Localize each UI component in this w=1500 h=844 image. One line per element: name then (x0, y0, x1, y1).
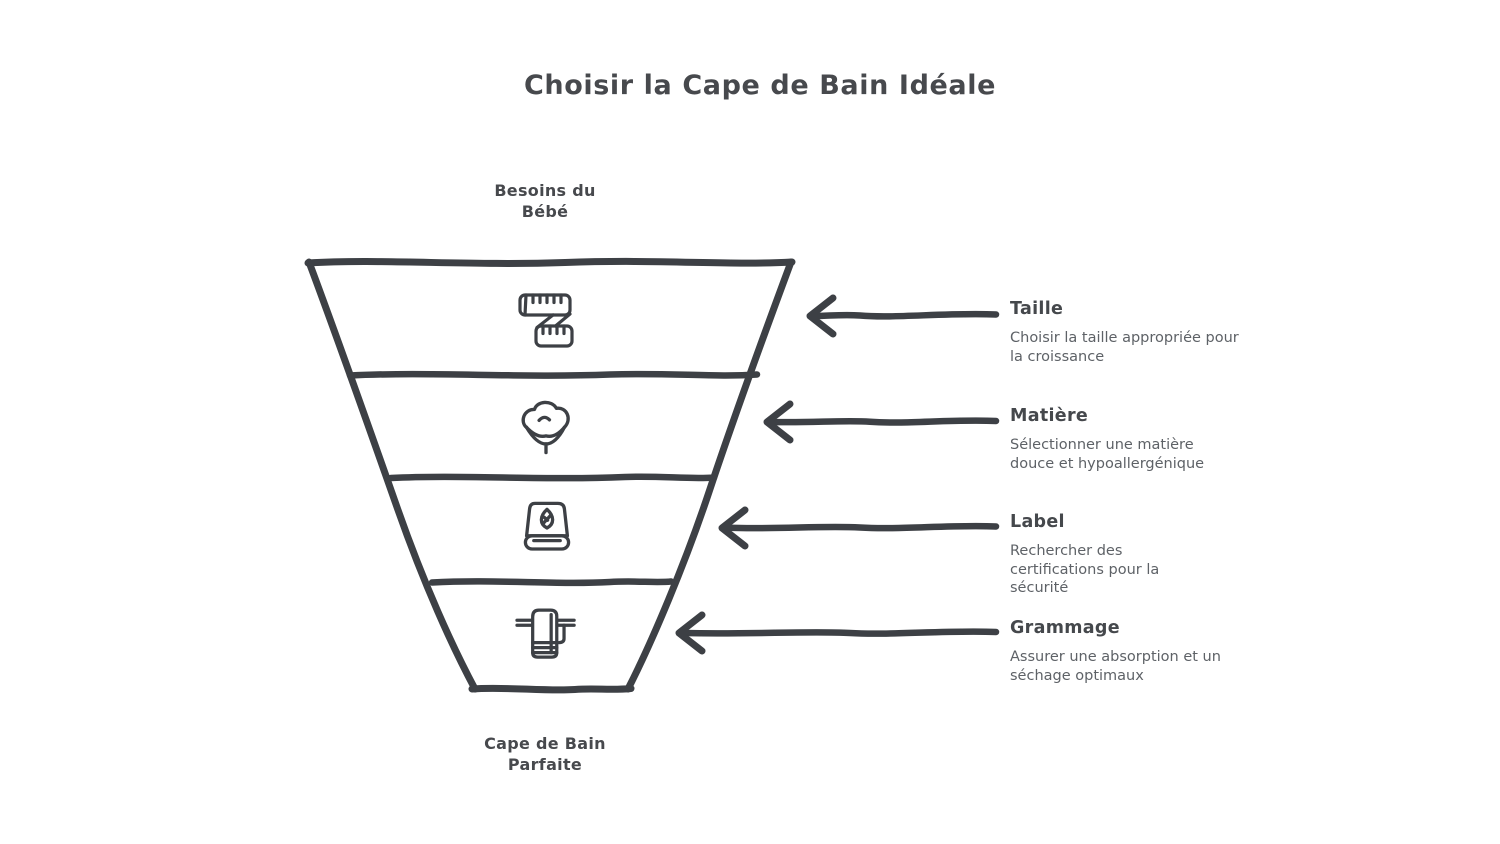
funnel-outline (304, 257, 796, 694)
matiere-arrow (763, 400, 1000, 444)
stage-title-grammage: Grammage (1010, 618, 1120, 638)
stage-desc-label: Rechercher des certifications pour la sé… (1010, 543, 1160, 596)
hanging-towel-icon (515, 608, 576, 659)
funnel-top-label-line2: Bébé (521, 202, 569, 221)
grammage-arrow (675, 611, 1000, 655)
page-title: Choisir la Cape de Bain Idéale (523, 70, 997, 101)
funnel-bottom-label-line1: Cape de Bain (484, 734, 606, 753)
stage-label-grammage: Grammage Assurer une absorption et un sé… (1010, 618, 1225, 685)
taille-arrow (806, 294, 1000, 338)
stage-title-taille: Taille (1010, 299, 1064, 319)
funnel-divider-3 (428, 578, 675, 587)
label-arrowhead-icon (718, 506, 749, 550)
grammage-arrowhead-icon (675, 611, 706, 655)
stage-title-label: Label (1010, 512, 1065, 532)
cotton-flower-icon (521, 400, 570, 455)
funnel-bottom-label-line2: Parfaite (507, 755, 583, 774)
measuring-tape-icon (518, 293, 574, 348)
matiere-arrowhead-icon (763, 400, 794, 444)
funnel-divider-2 (387, 473, 718, 482)
stage-desc-matiere: Sélectionner une matière douce et hypoal… (1010, 437, 1205, 472)
stage-desc-taille: Choisir la taille appropriée pour la cro… (1010, 330, 1239, 365)
funnel-top-label-line1: Besoins du (494, 181, 596, 200)
stage-label-matiere: Matière Sélectionner une matière douce e… (1010, 406, 1225, 473)
stage-label-label: Label Rechercher des certifications pour… (1010, 512, 1195, 598)
funnel-top-label: Besoins du Bébé (435, 180, 655, 222)
taille-arrowhead-icon (806, 294, 837, 338)
stage-label-taille: Taille Choisir la taille appropriée pour… (1010, 299, 1245, 366)
stage-title-matiere: Matière (1010, 406, 1089, 426)
funnel-divider-1 (346, 370, 761, 379)
certified-towel-icon (523, 501, 571, 551)
funnel-bottom-label: Cape de Bain Parfaite (435, 733, 655, 775)
label-arrow (718, 506, 1000, 550)
stage-desc-grammage: Assurer une absorption et un séchage opt… (1010, 649, 1221, 684)
